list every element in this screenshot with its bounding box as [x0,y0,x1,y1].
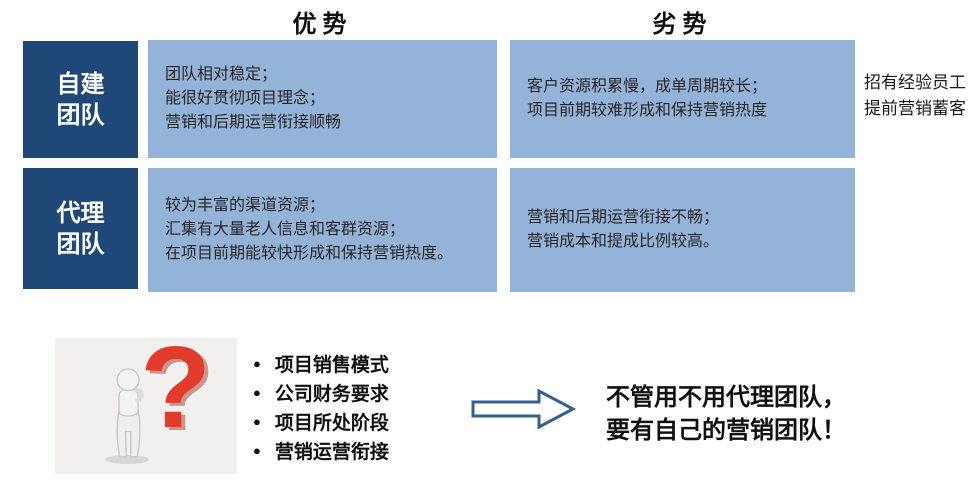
cell-text-line: 在项目前期能较快形成和保持营销热度。 [165,245,454,262]
thinking-person-icon [105,368,149,465]
consideration-list: ● 项目销售模式 ● 公司财务要求 ● 项目所处阶段 ● 营销运营衔接 [253,349,389,465]
side-note-line: 提前营销蓄客 [864,99,966,118]
cell-text-line: 较为丰富的渠道资源； [165,197,326,214]
conclusion-line: 要有自己的营销团队！ [606,417,846,444]
list-item: ● 公司财务要求 [253,378,389,407]
agency-advantages-cell: 较为丰富的渠道资源； 汇集有大量老人信息和客群资源； 在项目前期能较快形成和保持… [148,168,497,292]
cell-text-line: 项目前期较难形成和保持营销热度 [527,102,768,119]
cell-text-line: 营销和后期运营衔接顺畅 [165,114,342,131]
cell-text-line: 汇集有大量老人信息和客群资源； [165,221,406,238]
self-built-advantages-cell: 团队相对稳定； 能很好贯彻项目理念； 营销和后期运营衔接顺畅 [148,40,497,158]
question-figure-image: ? [55,323,237,474]
question-mark-icon: ? [140,322,211,452]
disadvantage-column-header: 劣势 [652,11,713,38]
cell-text-line: 营销和后期运营衔接不畅； [527,209,720,226]
side-note: 招有经验员工 提前营销蓄客 [864,70,966,122]
cell-text-line: 团队相对稳定； [165,66,278,83]
cell-text-line: 营销成本和提成比例较高。 [527,233,720,250]
conclusion-text: 不管用不用代理团队， 要有自己的营销团队！ [606,381,846,447]
bullet-icon: ● [253,443,261,458]
list-item: ● 营销运营衔接 [253,436,389,465]
bullet-icon: ● [253,356,261,371]
list-item: ● 项目所处阶段 [253,407,389,436]
consideration-label: 营销运营衔接 [274,442,389,463]
row-label-line: 自建 [56,70,105,98]
row-label-line: 团队 [56,230,105,258]
agency-disadvantages-cell: 营销和后期运营衔接不畅； 营销成本和提成比例较高。 [510,168,855,292]
advantage-column-header: 优势 [292,11,353,38]
bullet-icon: ● [253,385,261,400]
row-label-self-built-team: 自建 团队 [23,41,138,158]
consideration-label: 公司财务要求 [274,384,389,405]
row-label-line: 团队 [56,101,105,129]
consideration-label: 项目销售模式 [274,355,389,376]
list-item: ● 项目销售模式 [253,349,389,378]
self-built-disadvantages-cell: 客户资源积累慢，成单周期较长； 项目前期较难形成和保持营销热度 [510,40,855,158]
right-arrow-icon [470,388,577,435]
row-label-agency-team: 代理 团队 [23,168,138,289]
conclusion-line: 不管用不用代理团队， [606,384,846,411]
consideration-label: 项目所处阶段 [274,413,389,434]
side-note-line: 招有经验员工 [864,73,966,92]
row-label-line: 代理 [56,199,105,227]
bullet-icon: ● [253,414,261,429]
cell-text-line: 客户资源积累慢，成单周期较长； [527,78,768,95]
cell-text-line: 能很好贯彻项目理念； [165,90,326,107]
